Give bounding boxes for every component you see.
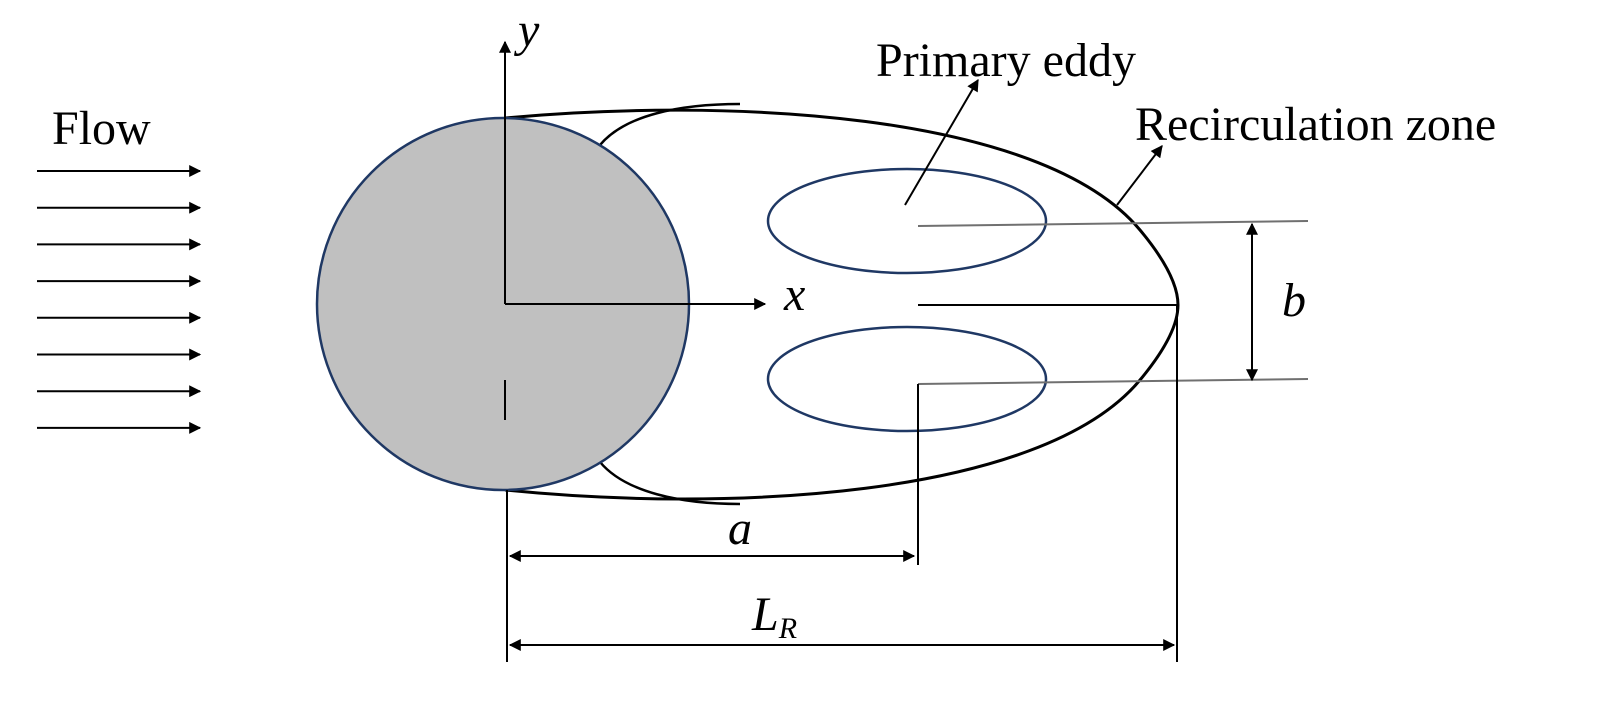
recirculation-zone-leader — [1116, 145, 1163, 206]
recirculation-zone-label: Recirculation zone — [1135, 98, 1496, 151]
y-axis-label: y — [513, 4, 540, 57]
x-axis-label: x — [783, 268, 805, 321]
flow-arrows — [37, 165, 202, 434]
lr-label-subscript: R — [778, 612, 797, 645]
a-label: a — [728, 502, 752, 555]
primary-eddy-leader — [904, 78, 979, 206]
upper-eddy — [766, 167, 1048, 275]
flow-label: Flow — [52, 102, 151, 155]
upper-separation-line — [599, 102, 741, 146]
lower-separation-line — [599, 461, 741, 506]
b-label: b — [1282, 274, 1306, 327]
lr-label: LR — [751, 588, 797, 645]
lower-eddy — [766, 325, 1048, 433]
lr-label-main: L — [751, 588, 779, 641]
upper-eddy-centre-line — [917, 220, 1309, 227]
lower-eddy-centre-line — [917, 378, 1309, 385]
primary-eddy-label: Primary eddy — [876, 34, 1136, 87]
